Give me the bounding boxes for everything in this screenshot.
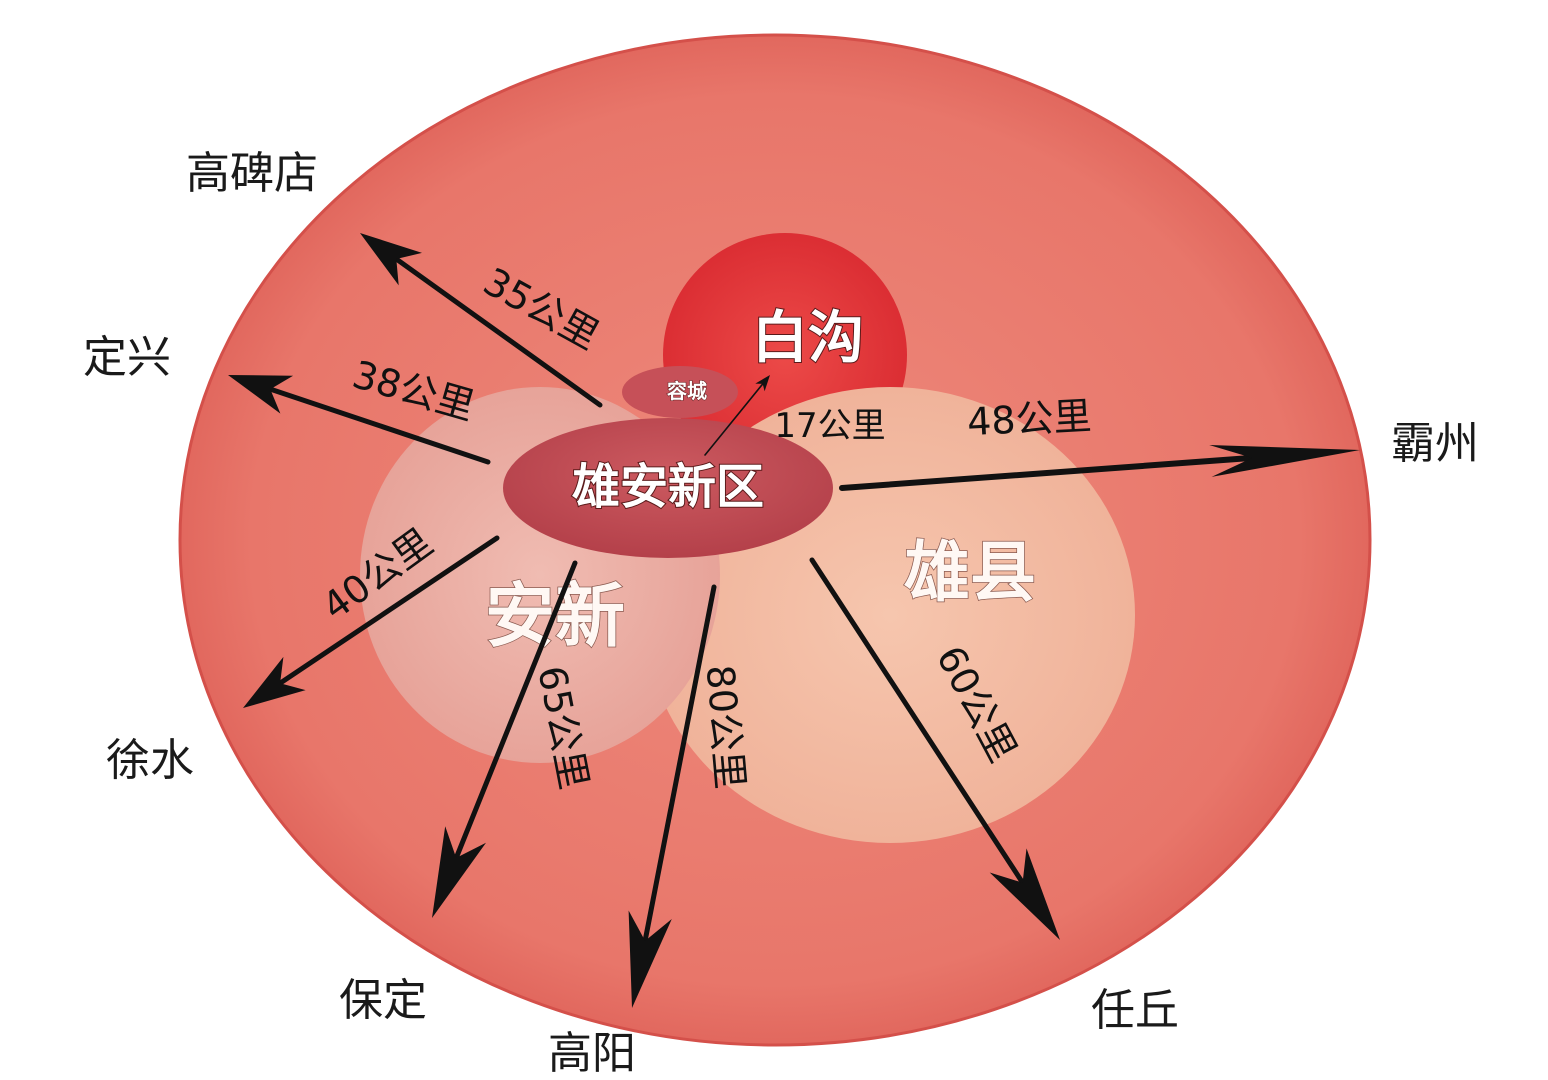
city-baoding: 保定 [339,975,427,1026]
arrow-dingxing-head [228,375,294,414]
arrows-layer [228,233,1360,1008]
arrow-xushui-head [243,656,306,708]
xiongan-region [503,418,833,558]
arrow-gaobeidian-head [360,233,422,286]
arrow-xushui-shaft [277,535,500,686]
arrow-renqiu-shaft [809,557,1026,886]
city-gaoyang: 高阳 [548,1028,636,1079]
arrow-baoding-shaft [453,560,578,861]
arrow-baoding-head [432,826,486,918]
city-xushui: 徐水 [106,735,194,786]
rongcheng-region [622,366,738,418]
label-xiongxian: 雄县 [904,533,1036,611]
arrow-renqiu-head [989,848,1060,940]
label-rongcheng: 容城 [667,379,707,403]
arrow-gaoyang-head [628,910,672,1008]
arrow-gaobeidian-shaft [393,256,603,408]
city-renqiu: 任丘 [1091,985,1179,1036]
distance-bazhou: 48公里 [966,394,1092,444]
arrow-gaoyang-shaft [642,584,717,944]
city-bazhou: 霸州 [1391,418,1479,469]
label-baigou: 白沟 [752,305,864,371]
label-xiongan: 雄安新区 [572,459,764,515]
arrow-bazhou-head [1209,445,1360,477]
arrow-baigou-head [755,375,770,392]
city-dingxing: 定兴 [83,332,171,383]
distance-gaoyang: 80公里 [698,663,753,791]
arrow-dingxing-shaft [267,386,491,465]
distance-baigou: 17公里 [774,406,885,446]
arrow-baigou-shaft [704,383,764,456]
arrow-bazhou-shaft [839,454,1256,491]
city-gaobeidian: 高碑店 [186,148,318,199]
